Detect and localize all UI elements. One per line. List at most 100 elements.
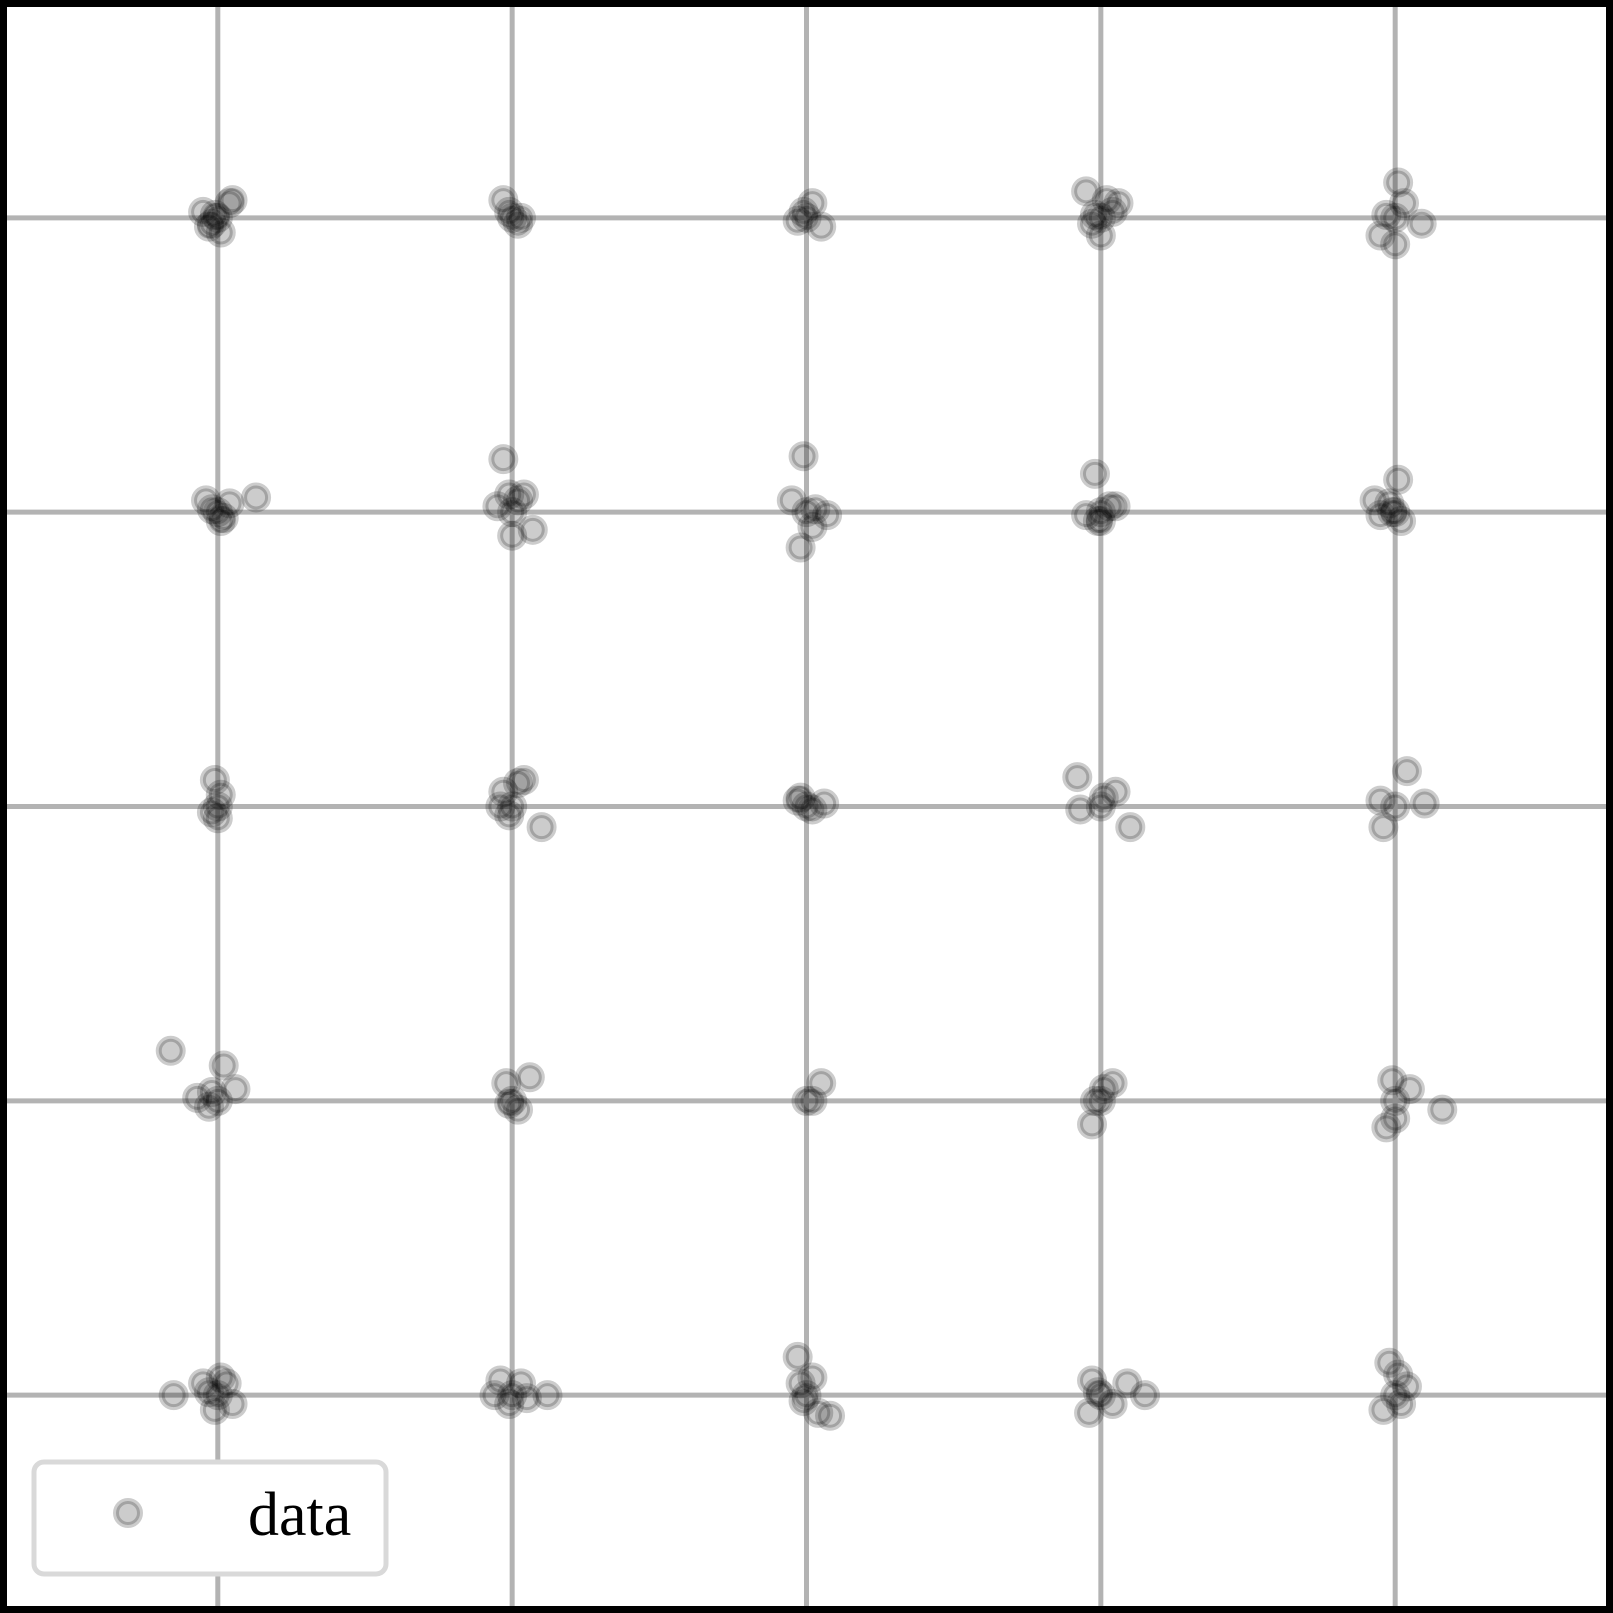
data-point	[1071, 500, 1102, 531]
data-point	[1097, 1389, 1128, 1420]
data-point	[1103, 188, 1134, 219]
data-point	[782, 785, 813, 816]
data-point	[797, 1085, 828, 1116]
data-point	[205, 217, 236, 248]
data-point	[1383, 464, 1414, 495]
data-point	[196, 1077, 227, 1108]
data-point	[193, 1091, 224, 1122]
data-point	[208, 1050, 239, 1081]
data-point	[1365, 785, 1396, 816]
data-point	[220, 1074, 251, 1105]
data-point	[1097, 1068, 1128, 1099]
data-point	[782, 205, 813, 236]
data-point	[1374, 1347, 1405, 1378]
data-point	[532, 1380, 563, 1411]
data-point	[196, 494, 227, 525]
data-point	[791, 791, 822, 822]
data-point	[1079, 199, 1110, 230]
data-point	[1383, 167, 1414, 198]
data-point	[785, 1368, 816, 1399]
data-point	[797, 794, 828, 825]
data-point	[505, 1368, 536, 1399]
data-point	[514, 1062, 545, 1093]
data-point	[479, 1380, 510, 1411]
data-point	[1088, 782, 1119, 813]
data-point	[1074, 1397, 1105, 1428]
data-point	[1082, 1377, 1113, 1408]
data-point	[1088, 1074, 1119, 1105]
data-point	[485, 1365, 516, 1396]
data-point	[1365, 220, 1396, 251]
data-point	[1380, 497, 1411, 528]
data-point	[1380, 1380, 1411, 1411]
data-point	[812, 500, 843, 531]
data-point	[205, 505, 236, 536]
data-point	[494, 800, 525, 831]
data-point	[1406, 208, 1437, 239]
data-point	[526, 812, 557, 843]
data-point	[494, 1088, 525, 1119]
data-point	[1100, 776, 1131, 807]
data-point	[199, 1394, 230, 1425]
data-point	[211, 1368, 242, 1399]
data-point	[1409, 788, 1440, 819]
data-point	[188, 1368, 219, 1399]
data-point	[1377, 1065, 1408, 1096]
data-point	[1115, 812, 1146, 843]
data-point	[497, 791, 528, 822]
data-point	[1371, 199, 1402, 230]
data-point	[782, 1341, 813, 1372]
data-points	[155, 167, 1458, 1431]
data-point	[199, 765, 230, 796]
data-point	[155, 1035, 186, 1066]
data-point	[1085, 1085, 1116, 1116]
data-point	[788, 1386, 819, 1417]
data-point	[497, 497, 528, 528]
data-point	[196, 208, 227, 239]
data-point	[488, 185, 519, 216]
data-point	[503, 767, 534, 798]
legend-marker	[113, 1498, 143, 1528]
data-point	[1062, 762, 1093, 793]
data-point	[511, 1383, 542, 1414]
data-point	[776, 485, 807, 516]
data-point	[1380, 791, 1411, 822]
data-point	[785, 532, 816, 563]
data-point	[1380, 229, 1411, 260]
data-point	[1065, 794, 1096, 825]
data-point	[503, 208, 534, 239]
data-point	[1368, 1394, 1399, 1425]
data-point	[791, 202, 822, 233]
legend: data	[31, 1459, 389, 1577]
data-point	[488, 444, 519, 475]
data-point	[517, 514, 548, 545]
data-point	[1389, 188, 1420, 219]
data-point	[497, 1380, 528, 1411]
data-point	[800, 494, 831, 525]
data-point	[1085, 1380, 1116, 1411]
data-point	[1391, 1371, 1422, 1402]
data-point	[1082, 505, 1113, 536]
data-point	[508, 765, 539, 796]
data-point	[1085, 497, 1116, 528]
data-point	[797, 511, 828, 542]
legend-label: data	[248, 1481, 351, 1549]
data-point	[1071, 176, 1102, 207]
data-point	[791, 1380, 822, 1411]
data-point	[241, 482, 272, 513]
data-point	[199, 199, 230, 230]
data-point	[791, 1085, 822, 1116]
data-point	[491, 1068, 522, 1099]
data-point	[494, 1389, 525, 1420]
data-point	[497, 1085, 528, 1116]
data-point	[182, 1082, 213, 1113]
data-point	[205, 779, 236, 810]
data-point	[1380, 202, 1411, 233]
data-point	[1077, 1365, 1108, 1396]
data-point	[1374, 488, 1405, 519]
data-point	[1077, 208, 1108, 239]
data-point	[1427, 1094, 1458, 1125]
